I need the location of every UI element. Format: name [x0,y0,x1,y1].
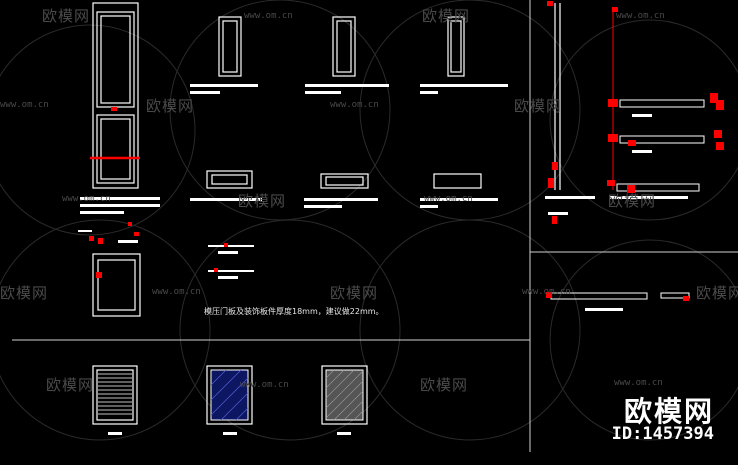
sample-panel-louver [92,365,138,425]
short-panel-labels [190,198,498,208]
watermark-brand: 欧模网 [146,97,195,115]
watermark-circles [0,0,738,441]
watermark-brand: 欧模网 [0,284,49,302]
short-panels [206,170,482,189]
label-bar [80,204,160,207]
label-bar [80,197,160,200]
watermark-brand: 欧模网 [696,284,738,302]
sample-panel-mesh [321,365,368,425]
panel-labels [190,84,508,94]
watermark-url: www.om.cn [240,380,289,390]
watermark-brand: 欧模网 [608,192,657,210]
watermark-brand: 欧模网 [420,376,469,394]
drawing-note: 模压门板及装饰板件厚度18mm，建议做22mm。 [204,307,384,316]
watermark-brand: 欧模网 [46,376,95,394]
label-bar [108,432,122,435]
corner-logo-brand: 欧模网 [623,395,714,428]
section-shelves [607,7,724,199]
watermark-url: www.om.cn [62,194,111,204]
small-door-markers [89,222,139,278]
narrow-panels [218,16,465,77]
watermark-url: www.om.cn [522,287,571,297]
watermark-brand: 欧模网 [422,7,471,25]
watermark-brand: 欧模网 [514,97,563,115]
watermark-brand: 欧模网 [238,192,287,210]
watermark-url: www.om.cn [424,194,473,204]
watermark-url: www.om.cn [330,100,379,110]
frame-lines [12,0,738,452]
label-bar [80,211,124,214]
watermark-url: www.om.cn [614,378,663,388]
corner-logo-id: ID:1457394 [611,424,714,444]
profile-sections [208,243,254,279]
small-door-elevation [92,253,141,317]
label-bar [78,230,92,232]
watermark-url: www.om.cn [0,100,49,110]
door-marker [111,107,117,111]
tall-door-elevation [92,2,139,189]
louver-lines [98,373,132,415]
watermark-url: www.om.cn [152,287,201,297]
label-bar [118,240,138,243]
watermark-brand: 欧模网 [330,284,379,302]
watermark-brand: 欧模网 [42,7,91,25]
label-bar [223,432,237,435]
section-vertical [545,1,595,224]
watermark-url: www.om.cn [616,11,665,21]
section-horizontal [546,292,690,311]
watermark-url: www.om.cn [244,11,293,21]
sample-panel-glass [206,365,253,425]
label-bar [337,432,351,435]
